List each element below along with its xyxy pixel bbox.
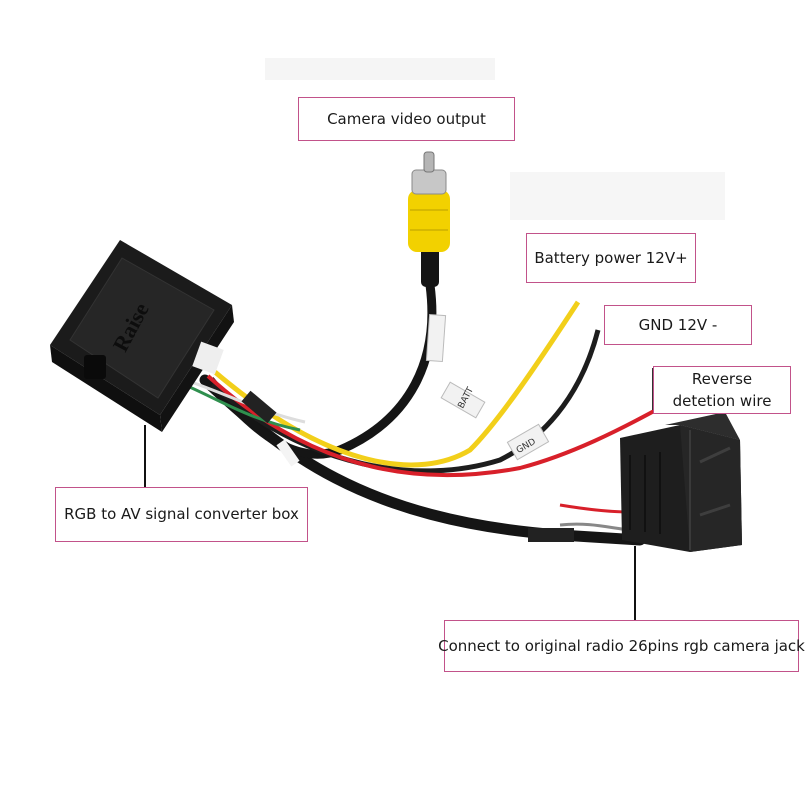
callout-reverse: Reverse detetion wire bbox=[653, 366, 791, 414]
pointer-radio-jack bbox=[634, 546, 636, 620]
callout-radio-jack-text: Connect to original radio 26pins rgb cam… bbox=[438, 636, 805, 655]
rca-metal-collar bbox=[411, 169, 447, 195]
cable-tag-camera bbox=[425, 313, 447, 363]
callout-converter-box-text: RGB to AV signal converter box bbox=[64, 505, 299, 523]
callout-gnd: GND 12V - bbox=[604, 305, 752, 345]
cable-clip bbox=[276, 439, 300, 467]
cable-tag-batt bbox=[440, 381, 486, 419]
pointer-converter-box bbox=[144, 425, 146, 487]
converter-box: Raise bbox=[50, 240, 234, 432]
battery-wire bbox=[213, 300, 581, 468]
callout-gnd-text: GND 12V - bbox=[638, 315, 718, 334]
bg-strip bbox=[265, 58, 495, 80]
heatshrink-sleeve bbox=[241, 390, 277, 424]
reverse-wire bbox=[206, 374, 666, 478]
callout-converter-box: RGB to AV signal converter box bbox=[55, 487, 308, 542]
signal-wire-green bbox=[184, 383, 301, 432]
cable-tag-gnd bbox=[506, 423, 550, 461]
radio-connector bbox=[620, 412, 742, 552]
rca-plug-body bbox=[408, 190, 450, 252]
rca-pin bbox=[423, 151, 435, 173]
callout-reverse-line2: detetion wire bbox=[672, 392, 772, 410]
bg-strip bbox=[510, 172, 725, 220]
box-port bbox=[192, 341, 224, 375]
callout-camera-output-text: Camera video output bbox=[327, 109, 486, 128]
callout-battery-text: Battery power 12V+ bbox=[534, 248, 688, 267]
camera-cable bbox=[206, 284, 437, 459]
callout-reverse-line1: Reverse bbox=[691, 370, 753, 388]
callout-radio-jack: Connect to original radio 26pins rgb cam… bbox=[438, 620, 805, 672]
connector-wires bbox=[559, 503, 631, 514]
box-vent bbox=[84, 355, 106, 379]
rca-strain-relief bbox=[421, 245, 439, 287]
gnd-wire bbox=[210, 329, 601, 474]
heatshrink-sleeve bbox=[528, 528, 574, 542]
callout-battery: Battery power 12V+ bbox=[526, 233, 696, 283]
callout-camera-output: Camera video output bbox=[298, 97, 515, 141]
